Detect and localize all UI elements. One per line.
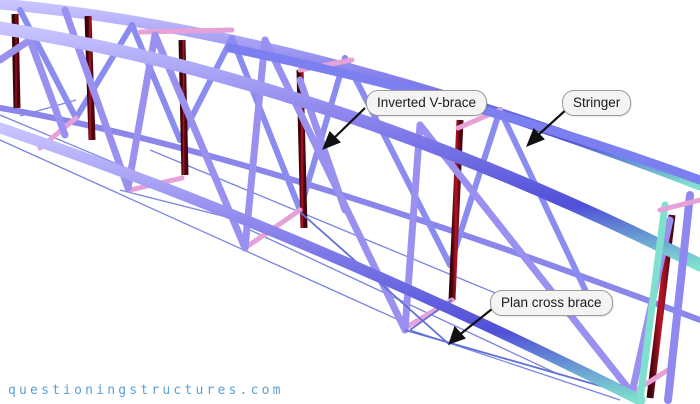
end-post xyxy=(636,201,669,404)
plan-line-far xyxy=(0,139,411,326)
diagonal xyxy=(416,121,636,397)
diagonal xyxy=(497,107,593,303)
callout-arrows xyxy=(322,107,569,345)
diagonal xyxy=(229,35,303,213)
arrowhead-plan-brace xyxy=(448,325,466,345)
arrowhead-v-brace xyxy=(322,131,341,150)
plan-line-far xyxy=(149,149,501,296)
end-post xyxy=(664,191,694,404)
diagonal xyxy=(26,36,69,139)
back-diagonals xyxy=(17,7,593,303)
label-stringer: Stringer xyxy=(562,90,632,116)
watermark: questioningstructures.com xyxy=(8,383,284,398)
diagonal xyxy=(342,55,453,268)
diagonal xyxy=(447,107,503,268)
arrowhead-stringer xyxy=(526,128,545,147)
diagonal xyxy=(177,35,235,143)
plan-brace-line xyxy=(404,329,633,396)
diagonal xyxy=(297,55,348,213)
end-frame xyxy=(636,191,700,404)
label-plan-cross-brace: Plan cross brace xyxy=(490,290,613,316)
front-top-chord xyxy=(0,21,700,272)
arrow-plan-brace xyxy=(457,308,493,337)
arrow-v-brace xyxy=(331,107,366,141)
arrow-stringer xyxy=(535,107,569,138)
diagonal xyxy=(129,22,183,143)
diagonal xyxy=(0,36,34,64)
vertical-post xyxy=(448,119,464,301)
front-bottom-chord xyxy=(0,122,646,404)
top-cross-member xyxy=(137,27,235,35)
diagonal xyxy=(73,22,135,121)
end-top-member xyxy=(657,197,700,213)
diagonal xyxy=(241,36,269,252)
diagonal xyxy=(401,121,424,334)
label-inverted-v-brace: Inverted V-brace xyxy=(366,90,488,116)
